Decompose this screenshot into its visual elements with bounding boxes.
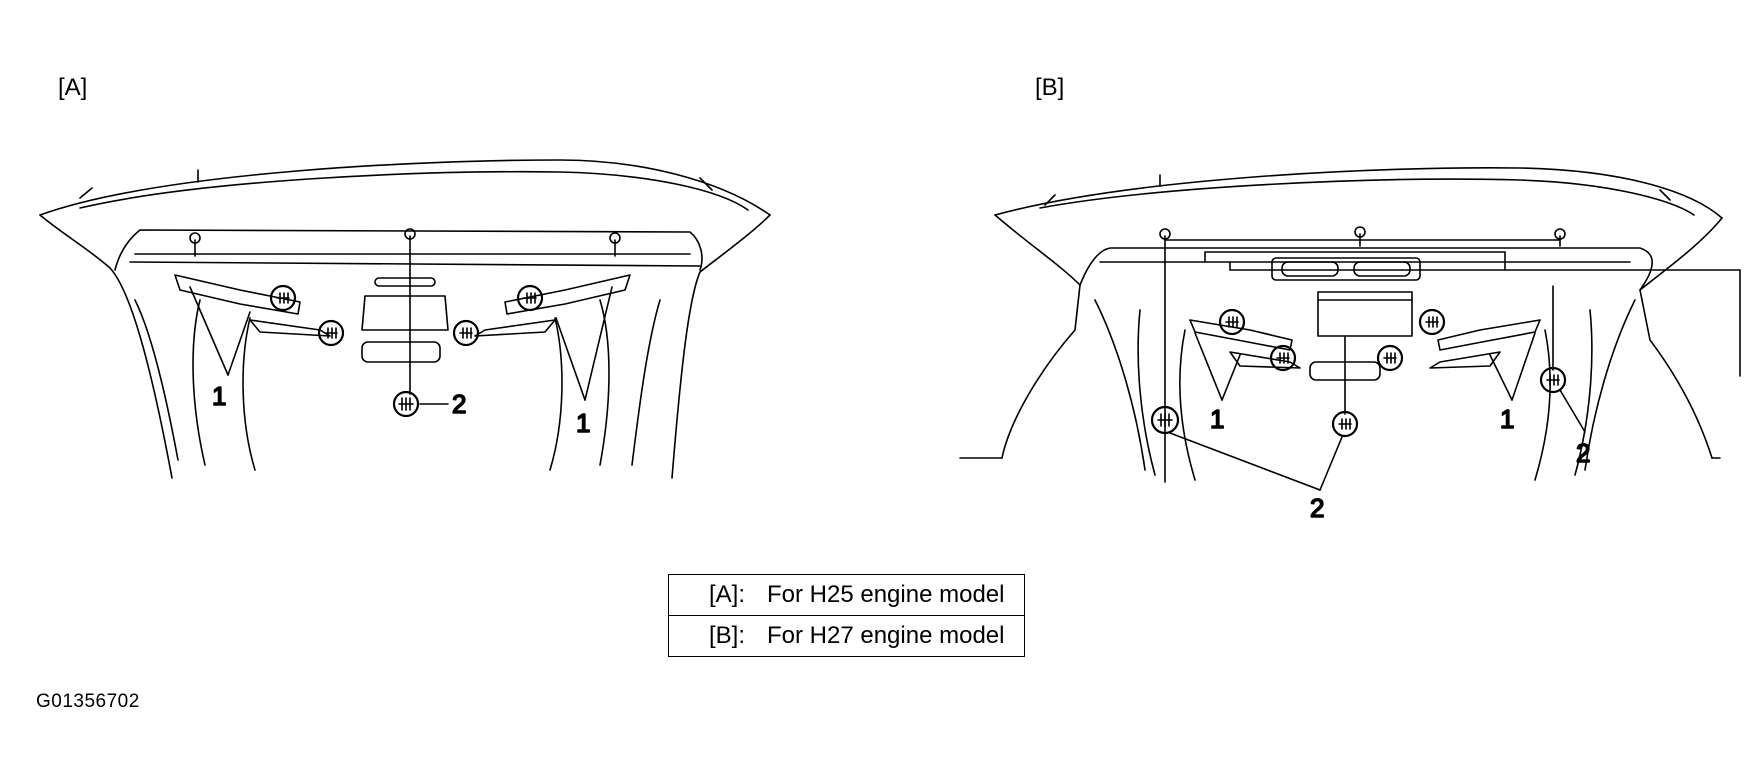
diagram-a: 2 1 1	[39, 159, 771, 479]
legend-table: [A]: For H25 engine model [B]: For H27 eng…	[667, 574, 1026, 657]
panel-b-label: [B]	[1035, 74, 1065, 101]
callout-b-1-left: 1	[1210, 404, 1224, 434]
callout-a-2: 2	[452, 389, 466, 419]
legend-cell: [B]: For H27 engine model	[667, 615, 1026, 657]
figure-id: G01356702	[36, 691, 140, 712]
callout-a-1-right: 1	[576, 408, 590, 438]
callout-a-1-left: 1	[212, 381, 226, 411]
legend-text: For H27 engine model	[767, 622, 1005, 649]
legend-row: [B]: For H27 engine model	[667, 615, 1026, 657]
callout-b-2-center: 2	[1310, 493, 1324, 523]
legend-text: For H25 engine model	[767, 581, 1005, 608]
legend-key: [A]:	[709, 581, 746, 608]
legend-cell: [A]: For H25 engine model	[667, 574, 1026, 616]
callout-b-2-right: 2	[1576, 438, 1590, 468]
diagram-b: 1 1 2 2	[959, 166, 1741, 524]
callout-b-1-right: 1	[1500, 404, 1514, 434]
legend-row: [A]: For H25 engine model	[667, 574, 1026, 616]
panel-a-label: [A]	[58, 74, 88, 101]
legend-key: [B]:	[709, 622, 746, 649]
